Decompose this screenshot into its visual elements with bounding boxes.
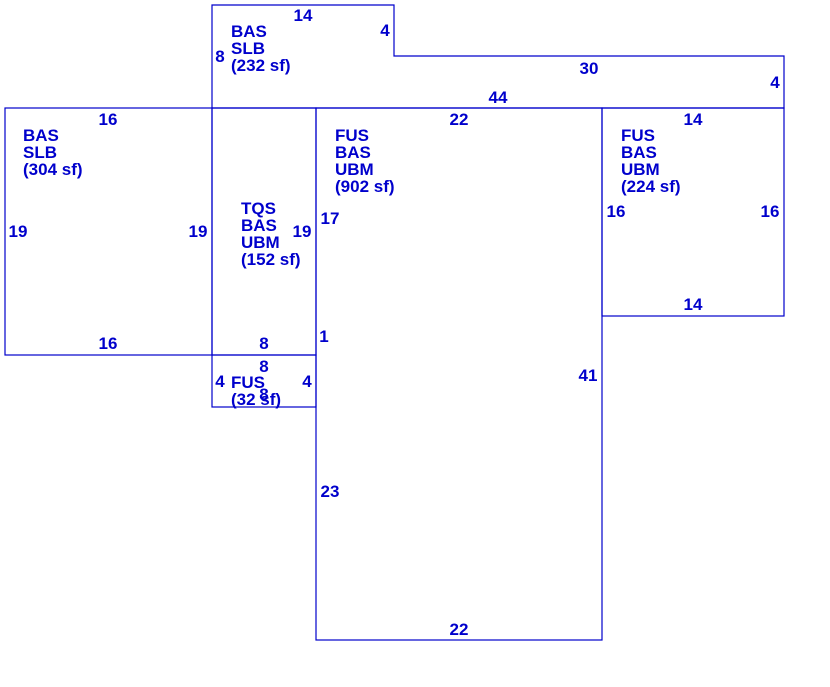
dim-left-19-right: 19	[189, 222, 208, 241]
area-label-tqs-2: BAS	[241, 216, 277, 235]
area-label-center-2: BAS	[335, 143, 371, 162]
area-label-top-3: (232 sf)	[231, 56, 291, 75]
dim-left-16-top: 16	[99, 110, 118, 129]
dim-tqs-8: 8	[259, 334, 268, 353]
dim-center-17: 17	[321, 209, 340, 228]
area-label-center-1: FUS	[335, 126, 369, 145]
area-label-right-1: FUS	[621, 126, 655, 145]
area-label-left-2: SLB	[23, 143, 57, 162]
area-label-top-2: SLB	[231, 39, 265, 58]
area-label-right-2: BAS	[621, 143, 657, 162]
area-label-tqs-4: (152 sf)	[241, 250, 301, 269]
dim-center-1: 1	[319, 327, 328, 346]
dim-top-14: 14	[294, 6, 313, 25]
dim-small-4-right: 4	[302, 372, 312, 391]
area-label-small-1: FUS	[231, 373, 265, 392]
dim-right-16-right: 16	[761, 202, 780, 221]
dim-center-22-bottom: 22	[450, 620, 469, 639]
area-label-right-3: UBM	[621, 160, 660, 179]
area-label-small-2: (32 sf)	[231, 390, 281, 409]
dim-right-14-bottom: 14	[684, 295, 703, 314]
area-label-right-4: (224 sf)	[621, 177, 681, 196]
dim-center-23: 23	[321, 482, 340, 501]
dim-tqs-19: 19	[293, 222, 312, 241]
dim-center-22-top: 22	[450, 110, 469, 129]
area-label-center-4: (902 sf)	[335, 177, 395, 196]
dim-top-4: 4	[380, 21, 390, 40]
dim-center-41: 41	[579, 366, 598, 385]
area-label-tqs-3: UBM	[241, 233, 280, 252]
dim-top-44: 44	[489, 88, 508, 107]
dim-small-8-bottom: 8	[259, 385, 268, 404]
area-label-tqs-1: TQS	[241, 199, 276, 218]
area-label-left-1: BAS	[23, 126, 59, 145]
dim-left-19-left: 19	[9, 222, 28, 241]
dim-right-16-left: 16	[607, 202, 626, 221]
dim-left-16-bottom: 16	[99, 334, 118, 353]
dim-small-4-left: 4	[215, 372, 225, 391]
dim-top-4b: 4	[770, 73, 780, 92]
area-label-top-1: BAS	[231, 22, 267, 41]
dim-right-14-top: 14	[684, 110, 703, 129]
area-outline-right	[601, 107, 785, 317]
area-outline-center	[315, 107, 603, 641]
dim-small-8-top: 8	[259, 357, 268, 376]
area-label-left-3: (304 sf)	[23, 160, 83, 179]
dim-top-30: 30	[580, 59, 599, 78]
area-label-center-3: UBM	[335, 160, 374, 179]
dim-top-8: 8	[215, 47, 224, 66]
